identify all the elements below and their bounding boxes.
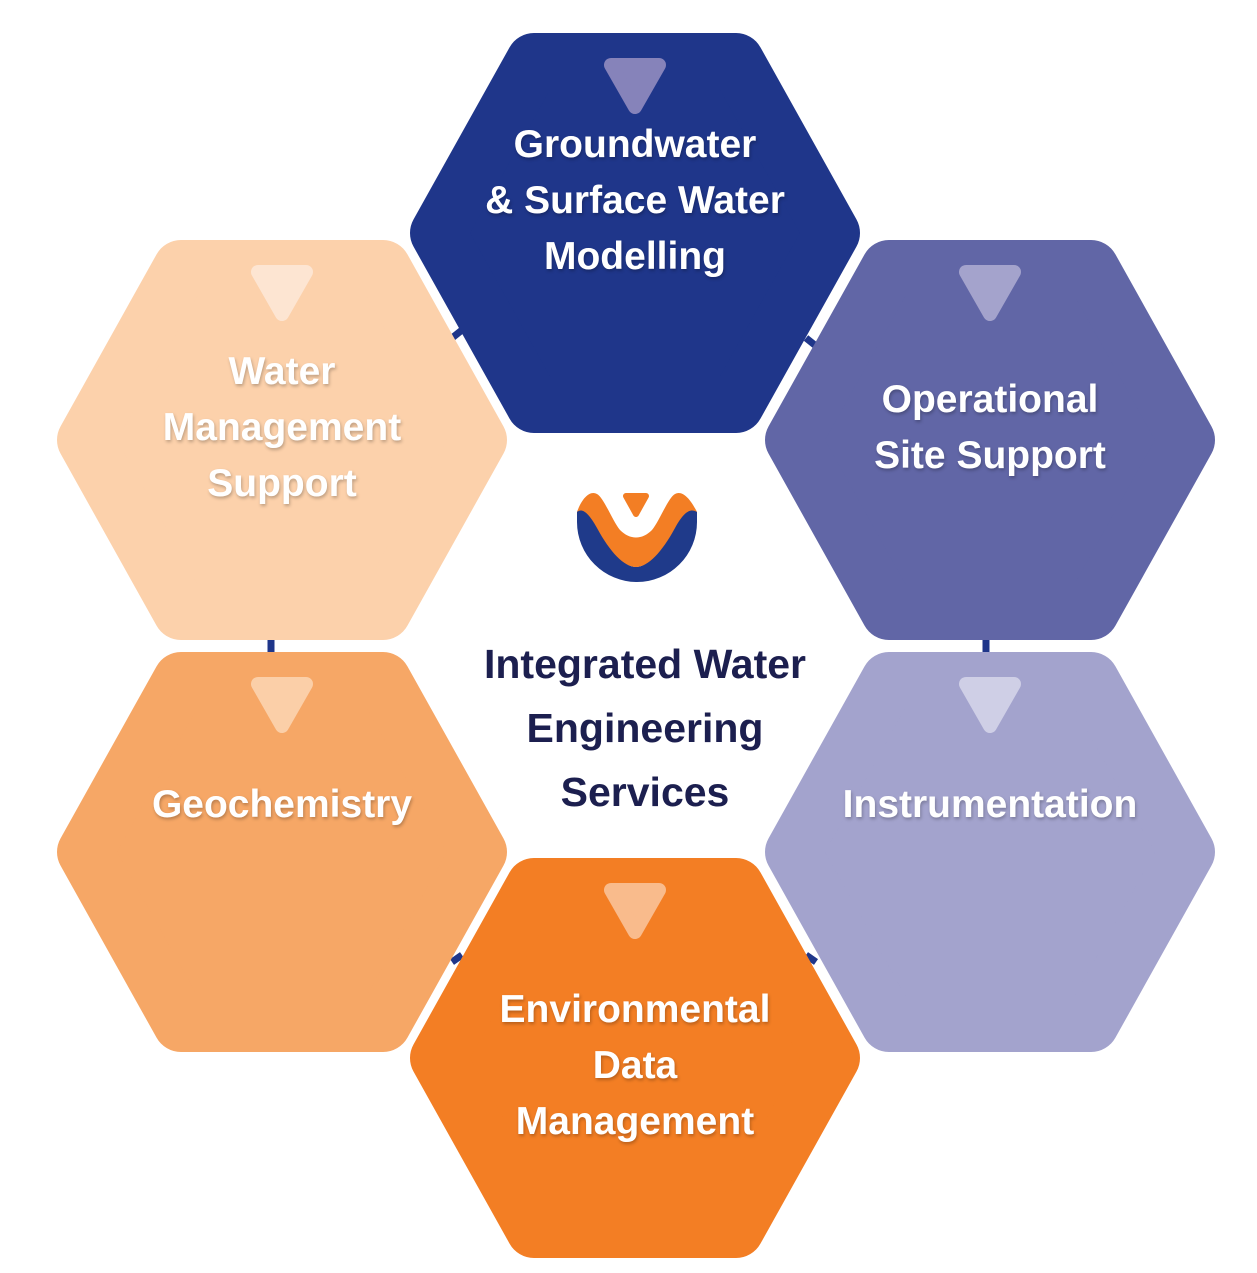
logo-triangle [623,493,649,517]
triangle-marker-icon [604,883,666,939]
hexagon-label-line: Management [515,1100,755,1143]
hexagon-label-geochemistry: Geochemistry [82,777,482,833]
triangle-marker-icon [251,677,313,733]
hexagon-label-line: Instrumentation [842,783,1138,826]
hexagon-label-line: Operational [881,378,1099,421]
hexagon-shape [57,652,507,1052]
triangle-marker-icon [959,265,1021,321]
triangle-marker-icon [959,677,1021,733]
hexagon-label-line: Environmental [499,988,771,1031]
hexagon-label-line: Data [592,1044,678,1087]
center-title-line: Engineering [526,705,764,751]
logo-orange-wave [577,492,697,567]
logo-blue-bowl [577,505,697,582]
hexagon-label-line: Geochemistry [151,783,413,826]
hexagon-label-line: & Surface Water [485,179,785,222]
connector-line [449,327,465,341]
hexagon-shape [57,240,507,640]
center-title-line: Services [560,769,730,815]
triangle-marker-icon [251,265,313,321]
company-logo-icon [577,492,697,582]
hexagon-water-management-support [57,240,507,640]
hexagon-shape [410,858,860,1258]
hexagon-label-line: Site Support [874,434,1106,477]
hexagon-label-line: Modelling [544,235,726,278]
triangle-marker-icon [604,58,666,114]
hexagon-label-line: Support [207,462,357,505]
hexagon-label-line: Water [228,350,336,393]
connector-line [803,952,819,965]
hexagon-shape [765,652,1215,1052]
hexagon-instrumentation [765,652,1215,1052]
center-title: Integrated Water Engineering Services [435,632,855,824]
center-title-line: Integrated Water [484,641,806,687]
hexagon-operational-site-support [765,240,1215,640]
hexagon-geochemistry [57,652,507,1052]
hexagon-environmental-data-management [410,858,860,1258]
connector-line [449,952,465,965]
hexagon-label-line: Groundwater [513,123,757,166]
hexagon-label-instrumentation: Instrumentation [790,777,1190,833]
hexagon-shape [765,240,1215,640]
hexagon-shape [410,33,860,433]
hexagon-label-line: Management [162,406,402,449]
hexagon-groundwater-surface-water-modelling [410,33,860,433]
